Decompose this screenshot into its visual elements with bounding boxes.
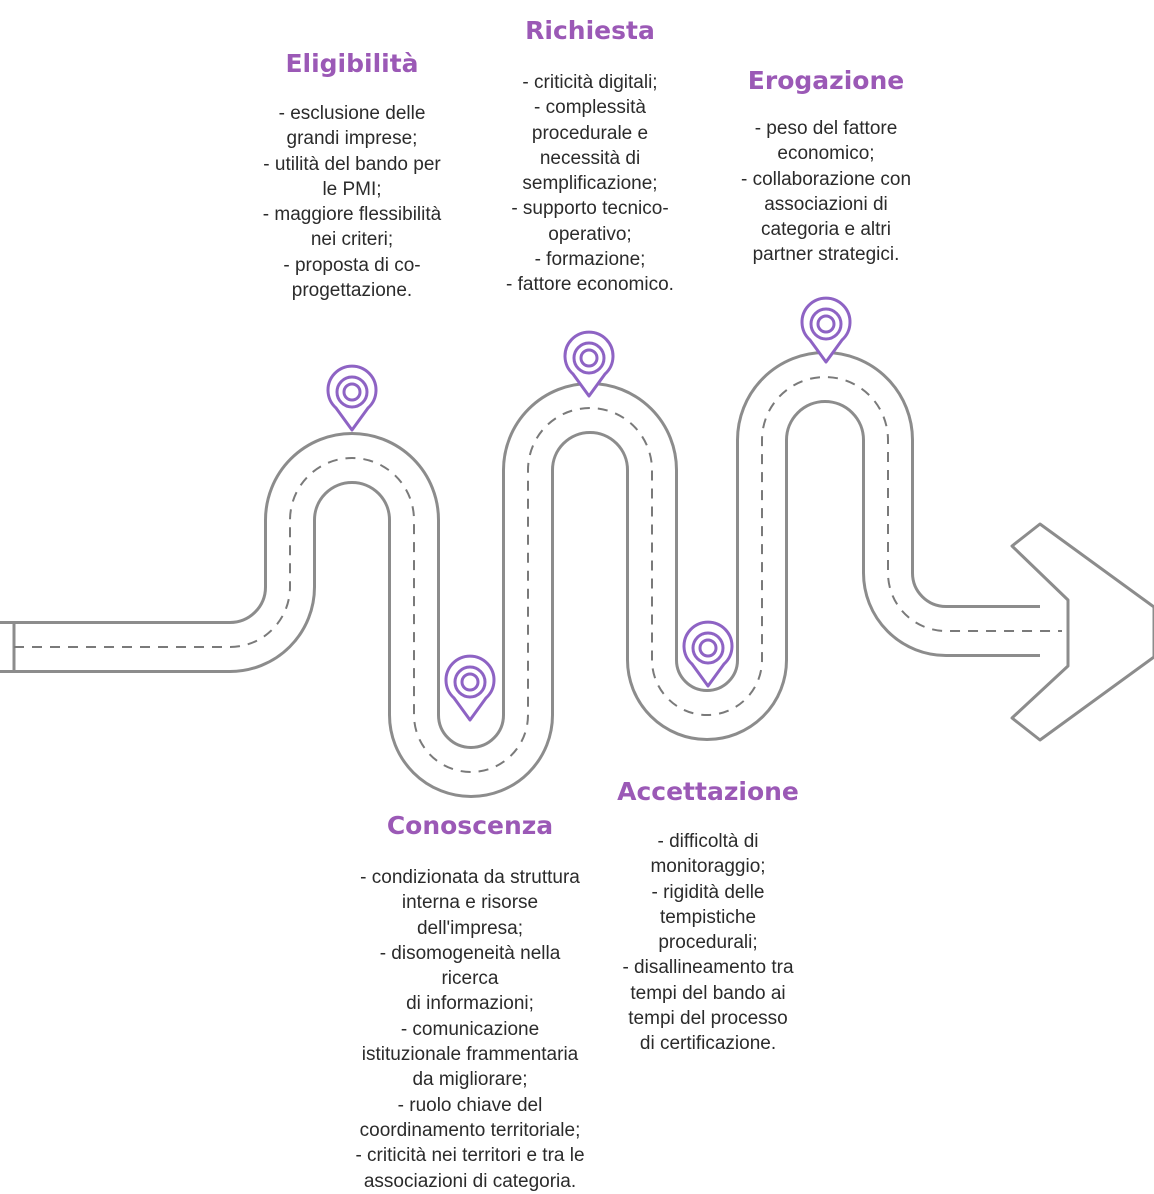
stage-description-line: associazioni di: [764, 193, 888, 215]
stage-description-line: - utilità del bando per: [263, 153, 441, 175]
stage-description-line: - difficoltà di: [657, 831, 759, 852]
stage-description-line: istituzionale frammentaria: [361, 1044, 579, 1066]
stage-description: - difficoltà di monitoraggio; - rigidità d…: [588, 829, 828, 1057]
marker-richiesta-icon: [563, 330, 615, 398]
stage-description-line: le PMI;: [322, 178, 382, 200]
road-surface: [0, 354, 1040, 795]
stage-description-line: - proposta di co-: [283, 254, 421, 276]
stage-description-line: - maggiore flessibilità: [262, 204, 442, 226]
stage-description-line: - collaborazione con: [740, 168, 912, 190]
stage-description-line: - complessità: [534, 97, 646, 119]
stage-description-line: operativo;: [548, 223, 632, 245]
stage-description-line: - disomogeneità nella: [379, 942, 561, 964]
stage-description-line: - criticità nei territori e tra le: [355, 1145, 585, 1167]
stage-description-line: semplificazione;: [522, 173, 658, 195]
stage-description-line: di certificazione.: [639, 1033, 777, 1055]
stage-description-line: - criticità digitali;: [522, 72, 658, 93]
marker-accettazione-icon: [682, 620, 734, 688]
stage-description: - peso del fattore economico; - collaboraz…: [712, 116, 940, 268]
stage-description-line: - esclusione delle: [278, 103, 426, 124]
stage-description-line: dell'impresa;: [416, 917, 524, 939]
stage-description: - esclusione delle grandi imprese; - utili…: [228, 101, 476, 303]
stage-description: - criticità digitali; - complessità proced…: [470, 70, 710, 298]
marker-eligibilita-icon: [326, 364, 378, 432]
stage-accettazione: Accettazione - difficoltà di monitoraggio…: [588, 777, 828, 1057]
stage-description-line: - formazione;: [534, 249, 646, 271]
stage-description: - condizionata da struttura interna e ris…: [316, 865, 624, 1194]
stage-description-line: tempistiche: [659, 906, 757, 928]
stage-description-line: procedurali;: [658, 932, 758, 954]
stage-description-line: partner strategici.: [752, 244, 900, 266]
stage-conoscenza: Conoscenza - condizionata da struttura in…: [316, 811, 624, 1194]
stage-description-line: procedurale e: [531, 122, 649, 144]
stage-description-line: necessità di: [539, 147, 641, 169]
stage-description-line: grandi imprese;: [286, 128, 418, 150]
stage-description-line: coordinamento territoriale;: [359, 1119, 581, 1141]
stage-description-line: tempi del processo: [628, 1008, 788, 1030]
stage-title: Eligibilità: [285, 49, 419, 78]
stage-description-line: di informazioni;: [406, 993, 534, 1015]
arrow-head: [1010, 522, 1154, 742]
stage-description-line: - supporto tecnico-: [511, 198, 669, 220]
stage-description-line: - fattore economico.: [506, 274, 674, 296]
stage-description-line: - condizionata da struttura: [360, 867, 580, 888]
stage-richiesta: Richiesta - criticità digitali; - comples…: [470, 16, 710, 298]
stage-description-line: associazioni di categoria.: [363, 1170, 577, 1192]
stage-description-line: monitoraggio;: [650, 856, 766, 878]
stage-description-line: - peso del fattore: [754, 118, 898, 139]
stage-description-line: interna e risorse: [401, 892, 539, 914]
stage-description-line: ricerca: [441, 968, 499, 990]
marker-erogazione-icon: [800, 296, 852, 364]
road-center-line: [14, 376, 1062, 773]
stage-description-line: categoria e altri: [761, 219, 891, 241]
stage-description-line: progettazione.: [291, 280, 413, 302]
stage-description-line: - rigidità delle: [651, 881, 765, 903]
stage-description-line: nei criteri;: [310, 229, 394, 251]
stage-title: Accettazione: [617, 777, 799, 806]
stage-title: Conoscenza: [386, 811, 554, 840]
marker-conoscenza-icon: [444, 654, 496, 722]
stage-description-line: da migliorare;: [412, 1069, 528, 1091]
stage-title: Erogazione: [747, 66, 905, 95]
stage-description-line: - comunicazione: [400, 1018, 540, 1040]
stage-description-line: tempi del bando ai: [630, 982, 786, 1004]
stage-description-line: - disallineamento tra: [622, 957, 794, 979]
stage-eligibilita: Eligibilità - esclusione delle grandi imp…: [228, 49, 476, 303]
stage-description-line: economico;: [777, 143, 875, 165]
stage-title: Richiesta: [525, 16, 655, 45]
stage-description-line: - ruolo chiave del: [397, 1094, 543, 1116]
